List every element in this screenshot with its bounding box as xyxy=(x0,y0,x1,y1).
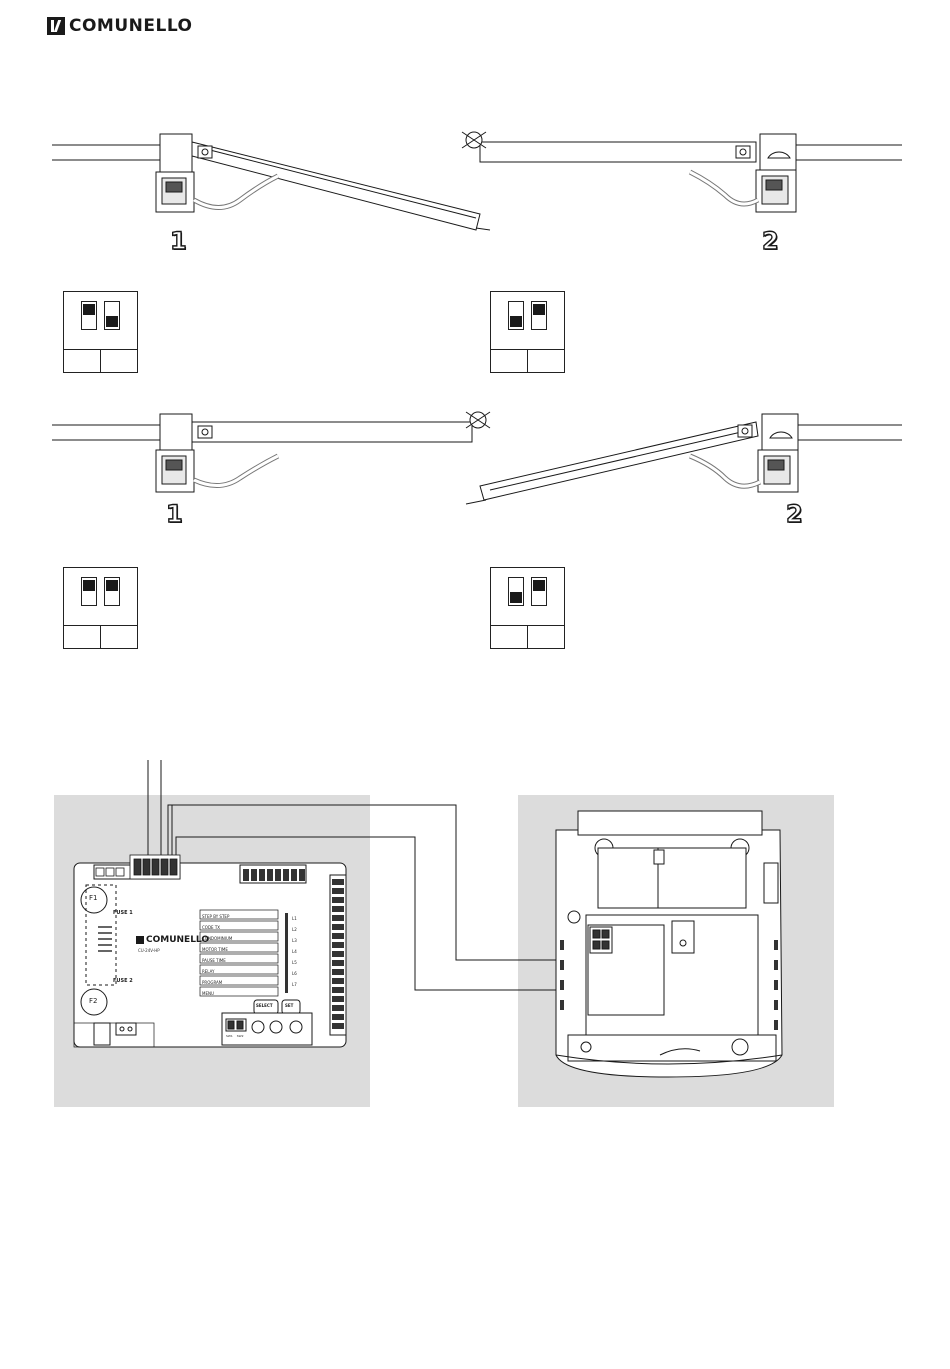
menu-item: CONDOMINIUM xyxy=(202,933,232,944)
led-label: L1 xyxy=(292,913,297,924)
brand-logo-icon xyxy=(47,17,65,35)
led-label: L2 xyxy=(292,924,297,935)
dip-switch-2 xyxy=(531,301,547,330)
dip-label: SW2 xyxy=(237,1034,244,1038)
menu-item: PAUSE TIME xyxy=(202,955,232,966)
dip-switch-1 xyxy=(81,301,97,330)
menu-item: CODE TX xyxy=(202,922,232,933)
led-label: L7 xyxy=(292,979,297,990)
dip-switch-1 xyxy=(508,577,524,606)
dip-switch-2 xyxy=(104,577,120,606)
dip-switch-setting-a xyxy=(63,291,138,373)
dip-switch-setting-d xyxy=(490,567,565,649)
dip-switch-1 xyxy=(81,577,97,606)
figure-number-1: 1 xyxy=(170,227,187,255)
led-list: L1 L2 L3 L4 L5 L6 L7 xyxy=(292,913,297,990)
dip-label: SW1 xyxy=(226,1034,233,1038)
select-button-label: SELECT xyxy=(256,1003,273,1008)
menu-item: RELAY xyxy=(202,966,232,977)
led-label: L5 xyxy=(292,957,297,968)
fuse1-label: FUSE 1 xyxy=(113,910,133,916)
dip-switch-setting-c xyxy=(63,567,138,649)
dip-switch-setting-b xyxy=(490,291,565,373)
dip-switch-2 xyxy=(104,301,120,330)
menu-list: STEP BY STEP CODE TX CONDOMINIUM MOTOR T… xyxy=(202,911,232,999)
board-brand-name: COMUNELLO xyxy=(146,935,209,945)
board-brand: COMUNELLO xyxy=(136,935,209,945)
board-logo-icon xyxy=(136,936,144,944)
brand-name: COMUNELLO xyxy=(69,16,193,36)
dip-labels: SW1 SW2 xyxy=(226,1034,244,1038)
led-label: L6 xyxy=(292,968,297,979)
f1-label: F1 xyxy=(89,894,97,902)
board-model: CU-24V-HP xyxy=(138,948,160,953)
menu-item: PROGRAM xyxy=(202,977,232,988)
fuse2-label: FUSE 2 xyxy=(113,978,133,984)
figure-number-1: 1 xyxy=(166,500,183,528)
led-label: L4 xyxy=(292,946,297,957)
brand-logo: COMUNELLO xyxy=(47,16,193,36)
gate-arm-illustrations xyxy=(0,120,950,560)
dip-switch-1 xyxy=(508,301,524,330)
dip-switch-2 xyxy=(531,577,547,606)
f2-label: F2 xyxy=(89,997,97,1005)
menu-item: MOTOR TIME xyxy=(202,944,232,955)
figure-number-2: 2 xyxy=(762,227,779,255)
menu-item: STEP BY STEP xyxy=(202,911,232,922)
figure-number-2: 2 xyxy=(786,500,803,528)
menu-item: MENU xyxy=(202,988,232,999)
set-button-label: SET xyxy=(285,1003,293,1008)
led-label: L3 xyxy=(292,935,297,946)
